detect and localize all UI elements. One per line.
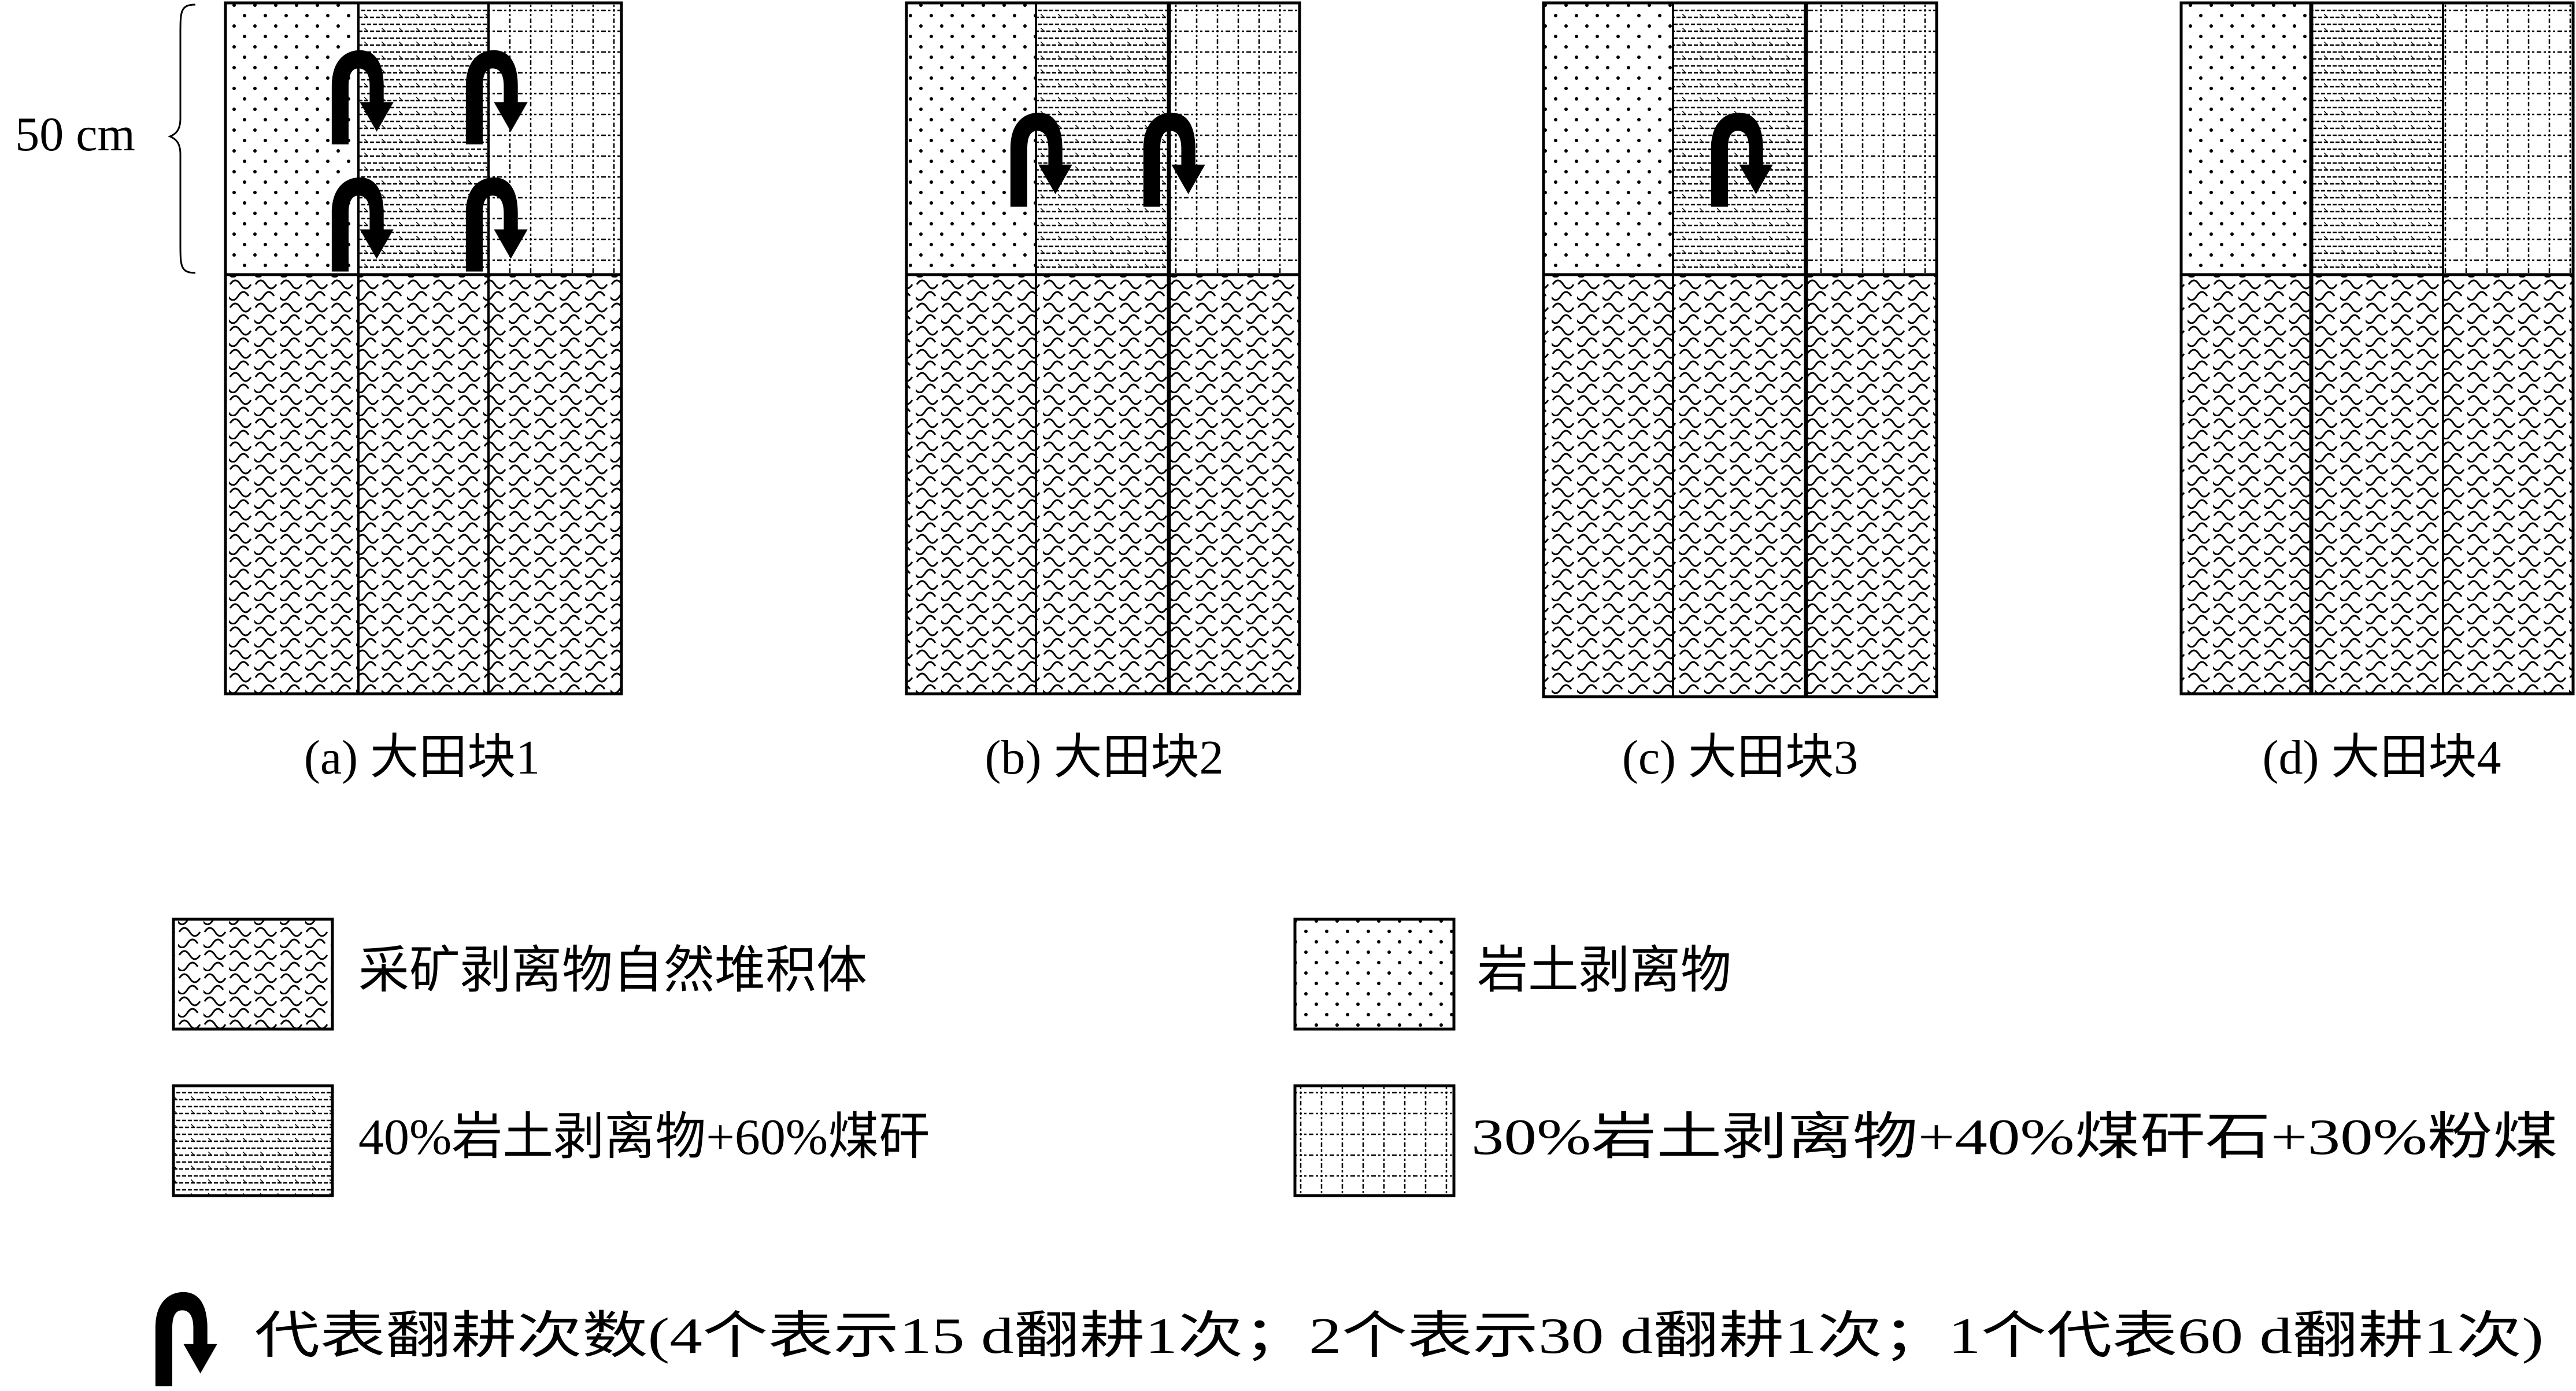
plot-a-frame	[224, 1, 623, 696]
legend-label-mix-30-40-30: 30%岩土剥离物+40%煤矸石+30%粉煤	[1471, 1109, 2558, 1166]
legend-swatch-natural-pile	[172, 918, 334, 1031]
plot-a-base	[225, 275, 621, 694]
plot-b: (b) 大田块2	[905, 1, 1301, 785]
plot-c-frame	[1542, 1, 1938, 698]
legend-label-mix-40-60: 40%岩土剥离物+60%煤矸	[358, 1109, 930, 1166]
plot-d-base	[2181, 275, 2573, 694]
plot-c: (c) 大田块3	[1542, 1, 1938, 785]
legend-item-mix-30-40-30: 30%岩土剥离物+40%煤矸石+30%粉煤	[1293, 1084, 2558, 1197]
legend-label-natural-pile: 采矿剥离物自然堆积体	[358, 943, 867, 999]
depth-brace	[167, 3, 196, 274]
plot-d-col2-top	[2311, 3, 2443, 275]
plot-d: (d) 大田块4	[2179, 1, 2575, 785]
plot-c-col1-top	[1544, 3, 1673, 275]
plot-b-frame	[905, 1, 1301, 696]
legend-label-tillage-arrow: 代表翻耕次数(4个表示15 d翻耕1次；2个表示30 d翻耕1次；1个代表60 …	[254, 1308, 2544, 1364]
legend-swatch-mix-40-60	[172, 1084, 334, 1197]
plot-d-col1-top	[2181, 3, 2311, 275]
legend-item-tillage-arrow: 代表翻耕次数(4个表示15 d翻耕1次；2个表示30 d翻耕1次；1个代表60 …	[155, 1292, 2544, 1386]
plot-a: (a) 大田块1	[224, 1, 623, 785]
plot-b-base	[906, 275, 1300, 694]
plot-d-col3-top	[2443, 3, 2573, 275]
depth-label: 50 cm	[15, 108, 135, 161]
depth-indicator: 50 cm	[15, 3, 196, 274]
legend-item-mix-40-60: 40%岩土剥离物+60%煤矸	[172, 1084, 930, 1197]
plot-c-caption: (c) 大田块3	[1622, 731, 1858, 785]
turn-arrow-icon	[155, 1292, 217, 1386]
legend-item-rock-soil: 岩土剥离物	[1293, 918, 1731, 1031]
legend-item-natural-pile: 采矿剥离物自然堆积体	[172, 918, 867, 1031]
legend-label-rock-soil: 岩土剥离物	[1477, 943, 1731, 999]
plot-c-base	[1544, 275, 1937, 697]
plot-c-col3-top	[1806, 3, 1937, 275]
legend: 采矿剥离物自然堆积体 岩土剥离物 40%岩土剥离物+60%煤矸 30%岩土剥离物…	[155, 918, 2558, 1386]
plot-a-caption: (a) 大田块1	[304, 731, 540, 785]
plot-d-caption: (d) 大田块4	[2263, 731, 2501, 785]
legend-swatch-mix-30-40-30	[1293, 1084, 1456, 1197]
plot-c-col2-top	[1673, 3, 1806, 275]
legend-swatch-rock-soil	[1293, 918, 1456, 1031]
plot-d-frame	[2179, 1, 2575, 696]
plot-b-caption: (b) 大田块2	[985, 731, 1224, 785]
